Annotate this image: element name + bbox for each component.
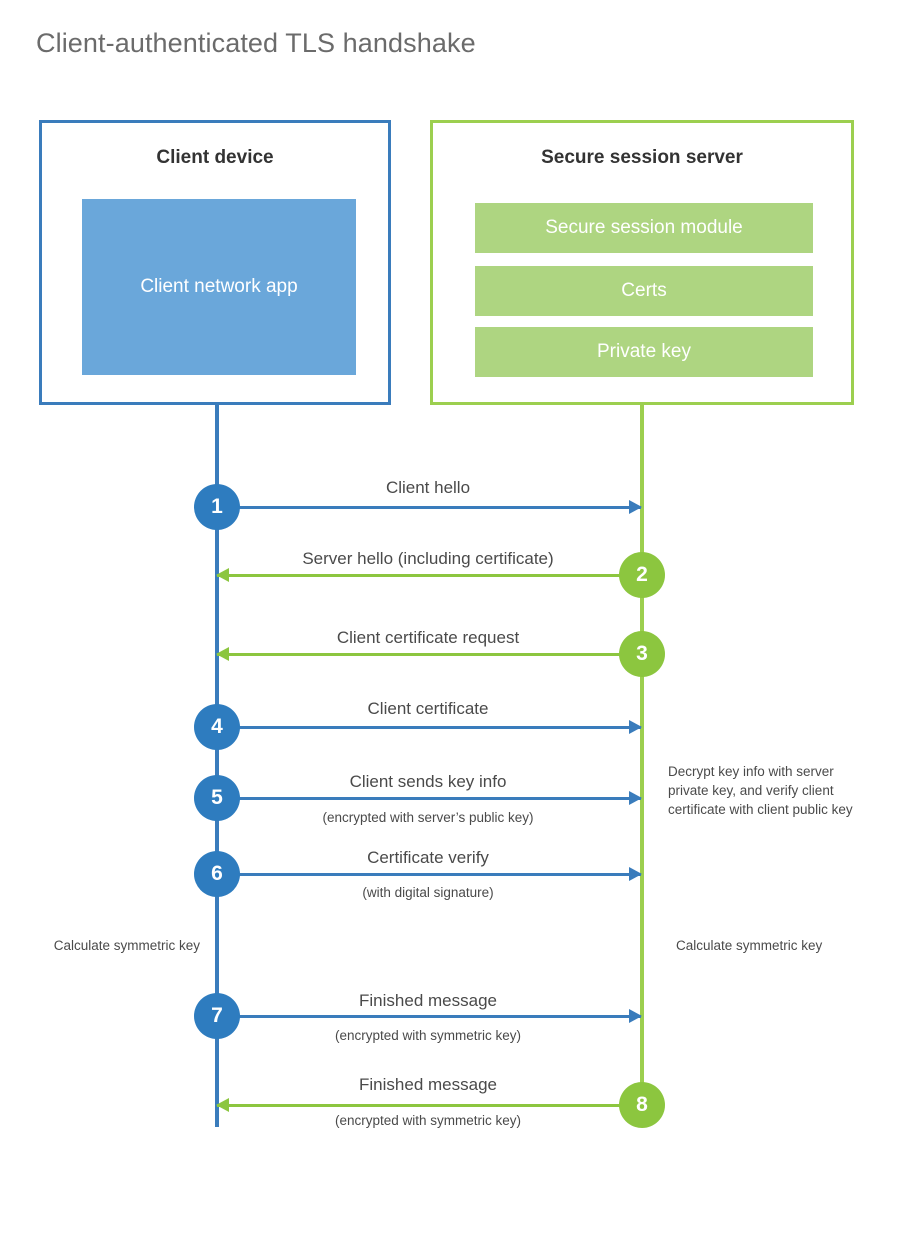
client-network-app-block: Client network app — [82, 199, 356, 375]
message-sublabel-7: (encrypted with symmetric key) — [334, 1028, 522, 1043]
message-label-2: Server hello (including certificate) — [302, 549, 554, 568]
arrowhead-left-icon — [216, 1098, 229, 1112]
server-component-secure-session-module: Secure session module — [475, 203, 813, 253]
message-sublabel-8: (encrypted with symmetric key) — [334, 1113, 522, 1128]
secure-session-server-box: Secure session server Secure session mod… — [430, 120, 854, 405]
step-marker-8[interactable]: 8 — [619, 1082, 665, 1128]
step-marker-6[interactable]: 6 — [194, 851, 240, 897]
message-sublabel-5: (encrypted with server’s public key) — [322, 810, 534, 825]
message-label-8: Finished message — [359, 1075, 497, 1094]
step-marker-7[interactable]: 7 — [194, 993, 240, 1039]
message-label-6: Certificate verify — [367, 848, 489, 867]
step-marker-4[interactable]: 4 — [194, 704, 240, 750]
arrowhead-left-icon — [216, 568, 229, 582]
message-label-1: Client hello — [385, 478, 471, 497]
message-arrow-3 — [216, 647, 641, 661]
arrowhead-right-icon — [629, 500, 642, 514]
message-label-4: Client certificate — [367, 699, 489, 718]
arrowhead-right-icon — [629, 1009, 642, 1023]
server-lifeline — [640, 405, 644, 1107]
server-component-private-key: Private key — [475, 327, 813, 377]
step-marker-3[interactable]: 3 — [619, 631, 665, 677]
server-component-certs: Certs — [475, 266, 813, 316]
message-arrow-7 — [217, 1009, 642, 1023]
arrowhead-left-icon — [216, 647, 229, 661]
client-device-box: Client device Client network app — [39, 120, 391, 405]
message-arrow-4 — [217, 720, 642, 734]
message-label-3: Client certificate request — [336, 628, 520, 647]
page-title: Client-authenticated TLS handshake — [36, 28, 476, 58]
arrowhead-right-icon — [629, 867, 642, 881]
message-arrow-5 — [217, 791, 642, 805]
message-arrow-8 — [216, 1098, 641, 1112]
note-decrypt-key-info: Decrypt key info with server private key… — [668, 764, 853, 818]
secure-session-server-title: Secure session server — [541, 147, 743, 168]
arrowhead-right-icon — [629, 720, 642, 734]
note-calculate-symmetric-key-client: Calculate symmetric key — [53, 938, 200, 953]
note-calculate-symmetric-key-server: Calculate symmetric key — [676, 938, 823, 953]
client-lifeline — [215, 405, 219, 1127]
client-device-title: Client device — [156, 147, 274, 168]
step-marker-1[interactable]: 1 — [194, 484, 240, 530]
message-label-7: Finished message — [359, 991, 497, 1010]
arrowhead-right-icon — [629, 791, 642, 805]
message-sublabel-6: (with digital signature) — [362, 885, 494, 900]
step-marker-2[interactable]: 2 — [619, 552, 665, 598]
step-marker-5[interactable]: 5 — [194, 775, 240, 821]
message-arrow-6 — [217, 867, 642, 881]
message-arrow-1 — [217, 500, 642, 514]
message-label-5: Client sends key info — [349, 772, 507, 791]
message-arrow-2 — [216, 568, 641, 582]
